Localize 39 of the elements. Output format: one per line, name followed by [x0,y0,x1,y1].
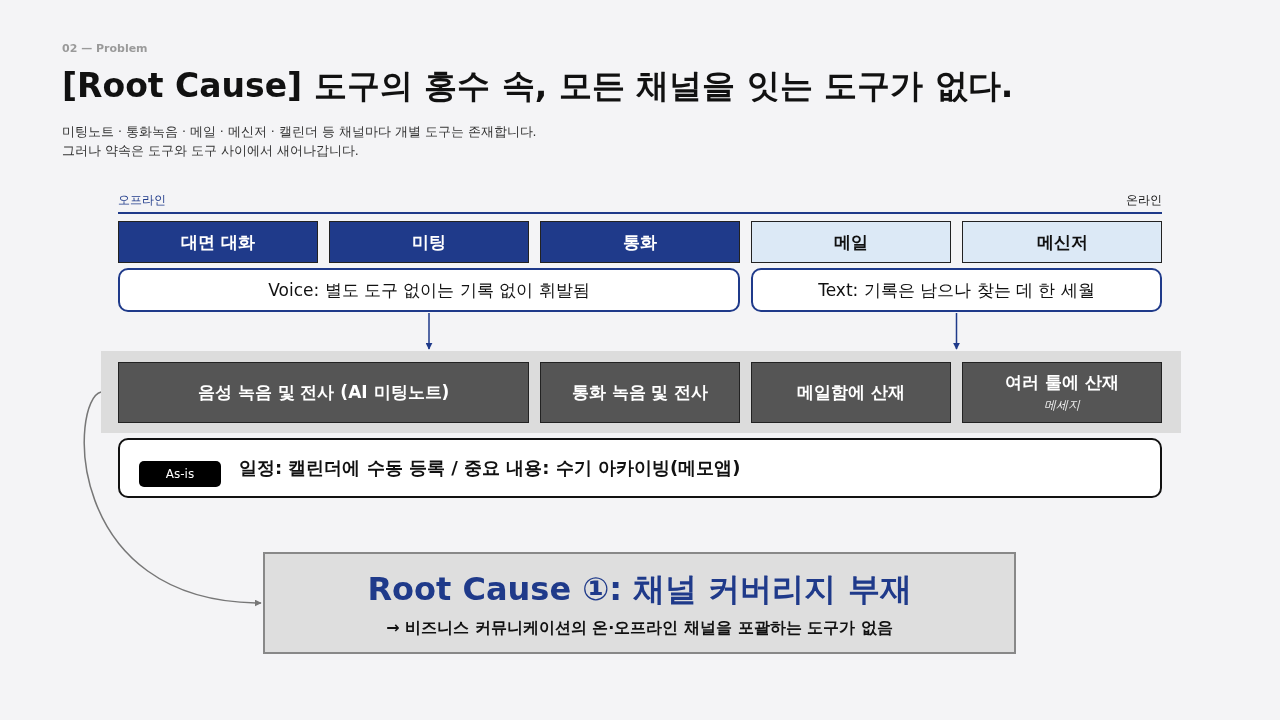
title: [Root Cause] 도구의 홍수 속, 모든 채널을 잇는 도구가 없다. [62,65,1015,107]
axis-label: 온라인 [1125,192,1162,209]
arrow [425,312,433,350]
tool-label: 음성 녹음 및 전사 (AI 미팅노트) [197,381,450,404]
subtitle: 그러나 약속은 도구와 도구 사이에서 새어나갑니다. [62,143,360,160]
root-cause-box [263,552,1016,654]
channel-label: 대면 대화 [181,230,255,254]
channel-label: 메일 [834,230,868,254]
channel-label: 미팅 [412,230,446,254]
section-label: 02 — Problem [62,42,149,55]
arrow [83,391,262,606]
root-cause-text: → 비즈니스 커뮤니케이션의 온·오프라인 채널을 포괄하는 도구가 없음 [386,617,893,639]
channel-label: 통화 [623,230,657,254]
channel-box [540,221,740,263]
channel-box [329,221,529,263]
root-cause-text: Root Cause ①: 채널 커버리지 부재 [367,568,912,610]
channel-box [751,221,951,263]
tool-label: 여러 툴에 산재 [1005,371,1119,394]
tool-box [540,362,740,423]
channel-box [118,221,318,263]
status-box [118,438,1162,498]
status-text: 일정: 캘린더에 수동 등록 / 중요 내용: 수기 아카이빙(메모앱) [239,456,741,480]
tool-box [962,362,1162,423]
status-badge: As-is [139,461,221,487]
tool-label: 메일함에 산재 [797,381,905,404]
summary-box [118,268,740,312]
tool-caption: 메세지 [1044,397,1080,414]
summary-box [751,268,1162,312]
channel-label: 메신저 [1036,230,1088,254]
band-background [101,351,1181,433]
subtitle: 미팅노트 · 통화녹음 · 메일 · 메신저 · 캘린더 등 채널마다 개별 도구는 존재합니다. [62,124,538,141]
arrow [953,312,960,350]
tool-label: 통화 녹음 및 전사 [571,381,709,404]
axis-label: 오프라인 [118,192,167,209]
summary-text: Text: 기록은 남으나 찾는 데 한 세월 [818,278,1095,302]
channel-box [962,221,1162,263]
tool-box [751,362,951,423]
tool-box [118,362,529,423]
summary-text: Voice: 별도 도구 없이는 기록 없이 휘발됨 [268,278,590,302]
